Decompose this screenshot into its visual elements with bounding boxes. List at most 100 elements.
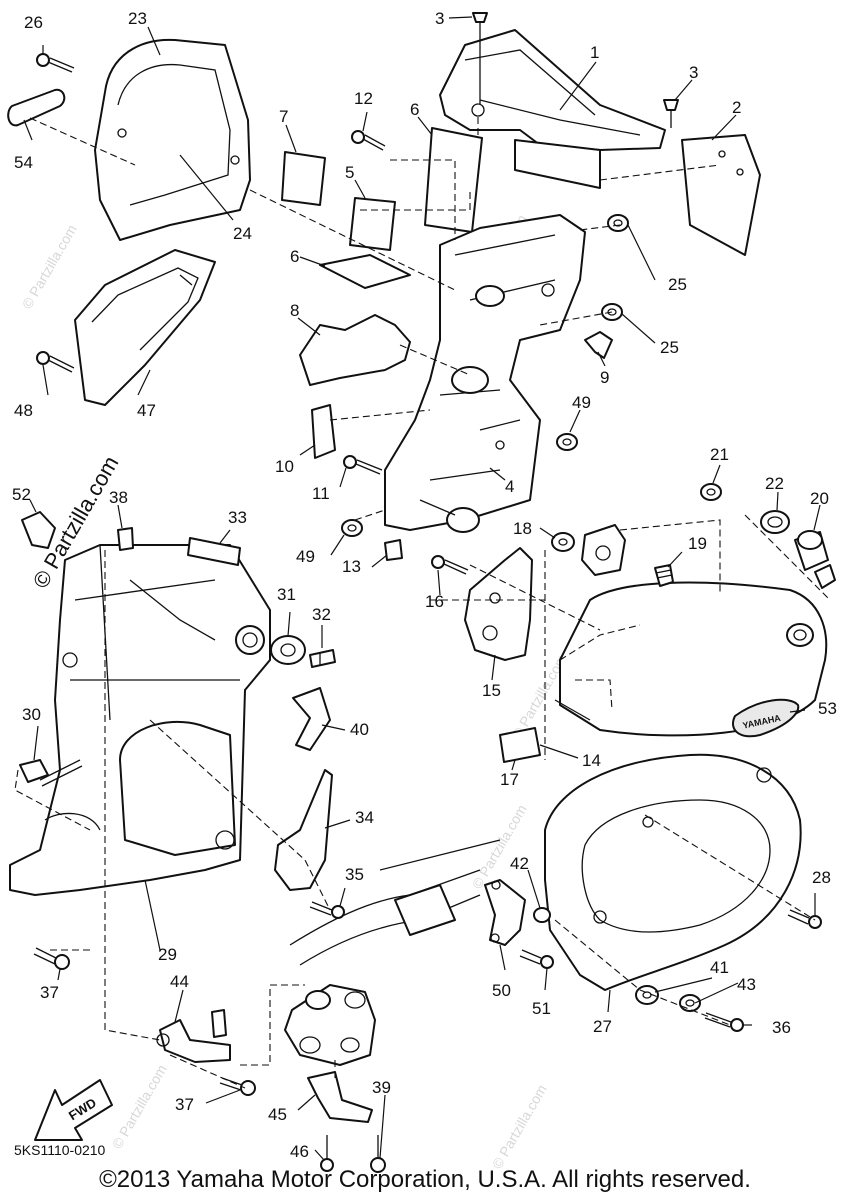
- part-23-cover: [94, 38, 251, 241]
- callout-23: 23: [128, 9, 147, 28]
- callout-39: 39: [372, 1078, 391, 1097]
- part-16-screw: [431, 555, 469, 575]
- part-50-bracket: [484, 879, 526, 946]
- watermark: © Partzilla.com: [489, 1082, 550, 1172]
- callout-38: 38: [109, 488, 128, 507]
- callout-1: 1: [590, 43, 599, 62]
- callout-29: 29: [158, 945, 177, 964]
- callout-45: 45: [268, 1105, 287, 1124]
- part-6-pad: [319, 254, 411, 289]
- callout-5: 5: [345, 163, 354, 182]
- callout-40: 40: [350, 720, 369, 739]
- part-45-bracket: [307, 1071, 373, 1123]
- callout-6: 6: [290, 247, 299, 266]
- callout-36: 36: [772, 1018, 791, 1037]
- part-35-screw: [309, 901, 345, 919]
- watermark: © Partzilla.com: [109, 1062, 170, 1152]
- callout-7: 7: [279, 107, 288, 126]
- callout-37: 37: [40, 983, 59, 1002]
- part-48-screw: [36, 351, 75, 373]
- part-22-lock-nut: [760, 510, 790, 534]
- part-18-grommet: [551, 532, 575, 552]
- callout-53: 53: [818, 699, 837, 718]
- part-12-screw: [351, 130, 386, 151]
- callout-27: 27: [593, 1017, 612, 1036]
- callout-42: 42: [510, 854, 529, 873]
- part-2-plate: [681, 134, 761, 256]
- copyright-notice: ©2013 Yamaha Motor Corporation, U.S.A. A…: [99, 1166, 751, 1193]
- callout-4: 4: [505, 477, 514, 496]
- callout-3: 3: [689, 63, 698, 82]
- callout-52: 52: [12, 485, 31, 504]
- callout-16: 16: [425, 592, 444, 611]
- part-29-frame: [9, 544, 271, 896]
- valve-unit: [284, 984, 376, 1066]
- callout-11: 11: [312, 484, 330, 503]
- callout-22: 22: [765, 474, 784, 493]
- part-13-clip: [384, 539, 403, 561]
- callout-12: 12: [354, 89, 373, 108]
- part-28-screw: [787, 909, 822, 929]
- part-41-grommet: [635, 985, 659, 1005]
- part-31-washer: [270, 635, 306, 665]
- callout-18: 18: [513, 519, 532, 538]
- part-27-engine-cover: [544, 753, 802, 991]
- callout-24: 24: [233, 224, 252, 243]
- part-8-bracket: [299, 314, 411, 386]
- callout-35: 35: [345, 865, 364, 884]
- part-32-screw: [309, 649, 336, 668]
- part-46-screw: [320, 1135, 334, 1172]
- part-49-grommet: [556, 433, 578, 451]
- callout-44: 44: [170, 972, 189, 991]
- diagram-code: 5KS1110-0210: [14, 1142, 106, 1158]
- part-5-pad: [349, 197, 396, 251]
- callout-17: 17: [500, 770, 519, 789]
- part-11-screw: [343, 455, 383, 475]
- callout-49: 49: [296, 547, 315, 566]
- callout-48: 48: [14, 401, 33, 420]
- part-44-bracket: [159, 1019, 231, 1063]
- callout-46: 46: [290, 1142, 309, 1161]
- watermark: © Partzilla.com: [19, 222, 80, 312]
- callout-2: 2: [732, 98, 741, 117]
- part-37-bolt: [219, 1077, 256, 1096]
- callout-31: 31: [277, 585, 296, 604]
- part-34-bracket: [274, 769, 333, 891]
- callout-26: 26: [24, 13, 43, 32]
- callout-34: 34: [355, 808, 374, 827]
- part-7-pad: [281, 151, 326, 206]
- part-3-screw: [663, 99, 679, 128]
- part-37-bolt: [33, 947, 70, 970]
- callout-41: 41: [710, 958, 729, 977]
- callout-8: 8: [290, 301, 299, 320]
- part-26-screw: [36, 53, 75, 73]
- small-pin: [211, 1009, 227, 1038]
- callout-21: 21: [710, 445, 729, 464]
- fwd-arrow: FWD: [34, 1079, 113, 1141]
- part-20-key-switch: [794, 530, 836, 589]
- part-39-bolt: [370, 1135, 386, 1173]
- part-53-emblem: YAMAHA: [732, 698, 800, 738]
- callout-3: 3: [435, 9, 444, 28]
- part-54-pad: [7, 88, 66, 127]
- part-15-bracket: [464, 547, 533, 661]
- part-49-grommet: [341, 519, 363, 537]
- callout-14: 14: [582, 751, 601, 770]
- callout-32: 32: [312, 605, 331, 624]
- callout-9: 9: [600, 368, 609, 387]
- callout-19: 19: [688, 534, 707, 553]
- callout-33: 33: [228, 508, 247, 527]
- callout-13: 13: [342, 557, 361, 576]
- watermark: © Partzilla.com: [469, 802, 530, 892]
- callout-30: 30: [22, 705, 41, 724]
- part-33-strip: [187, 537, 241, 566]
- part-6-pad: [424, 127, 483, 233]
- part-21-washer: [700, 483, 722, 501]
- part-10-pad: [311, 404, 336, 459]
- part-19-cap: [654, 564, 674, 587]
- part-38-clip: [117, 527, 134, 551]
- part-3-screw: [472, 12, 488, 104]
- callout-25: 25: [660, 338, 679, 357]
- leader-lines: [23, 16, 821, 1161]
